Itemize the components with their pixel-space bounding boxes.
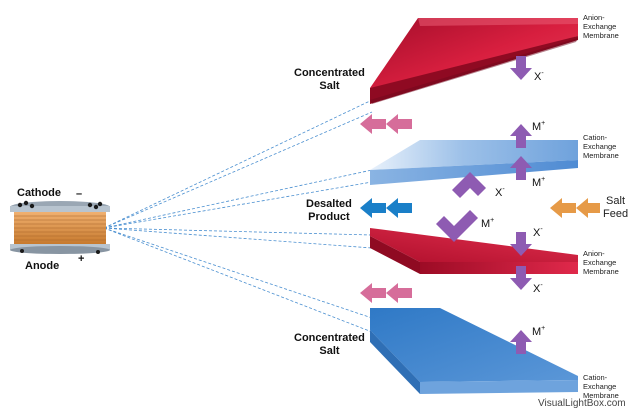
watermark: VisualLightBox.com	[538, 398, 626, 409]
anion-membrane-top	[370, 18, 578, 104]
product-arrows	[360, 198, 412, 218]
cation-label-4: M+	[532, 325, 546, 338]
cation-label-1: M+	[532, 120, 546, 133]
concentrate-arrows-top	[360, 114, 412, 134]
anode-label: Anode	[25, 260, 60, 272]
cation-label-3: M+	[481, 217, 495, 230]
cation-membrane-bottom	[370, 308, 578, 394]
cation-label-2: M+	[532, 176, 546, 189]
anion-membrane-lower	[370, 228, 578, 274]
cathode-minus-sign: –	[76, 188, 83, 200]
concentrate-arrows-bottom	[360, 283, 412, 303]
anode-plus-sign: +	[78, 253, 85, 265]
ion-arrows	[436, 56, 532, 354]
cathode-label: Cathode	[17, 187, 61, 199]
connector-lines	[103, 99, 373, 333]
anion-label-1: X-	[534, 70, 544, 83]
anion-label-2: X-	[495, 186, 505, 199]
feed-arrows	[550, 198, 600, 218]
anion-label-3: X-	[533, 226, 543, 239]
cell-body	[10, 200, 110, 254]
anion-label-4: X-	[533, 282, 543, 295]
